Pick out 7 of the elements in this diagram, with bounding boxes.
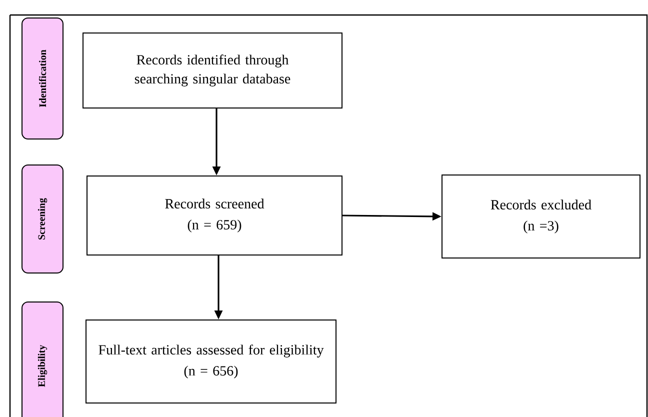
phase-tab: Identification	[22, 18, 64, 140]
phase-tab: Eligibility	[22, 302, 64, 417]
process-box: Full-text articles assessed for eligibility (n = 656)	[86, 320, 336, 404]
process-box: Records screened (n = 659)	[86, 176, 342, 256]
process-box: Records identified through searching singular database	[82, 32, 342, 108]
process-box: Records excluded (n =3)	[442, 174, 640, 258]
phase-tab: Screening	[22, 164, 64, 274]
